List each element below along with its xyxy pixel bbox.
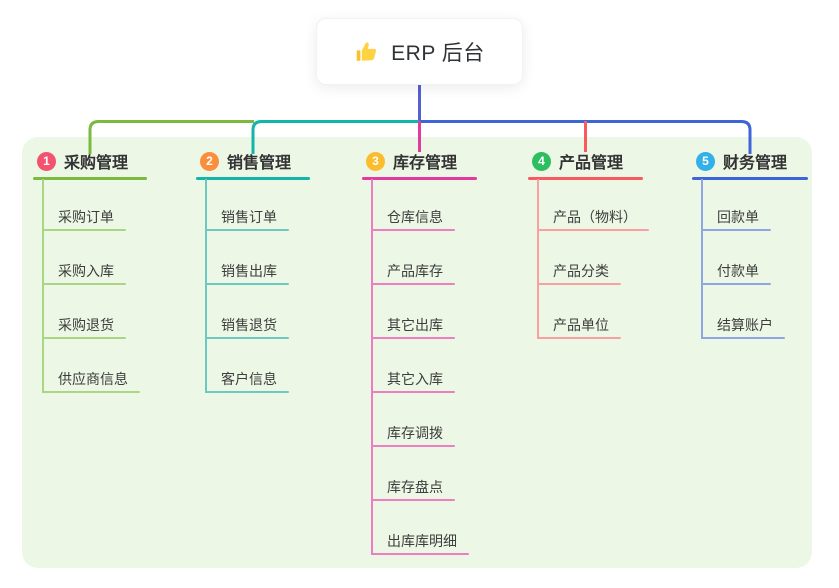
child-topic-underline bbox=[205, 337, 289, 339]
branch-title-label: 销售管理 bbox=[227, 155, 292, 172]
branch-badge-5: 5 bbox=[696, 151, 715, 171]
branch-title-3[interactable]: 3 库存管理 bbox=[362, 149, 457, 173]
mindmap-panel bbox=[22, 137, 812, 568]
child-topic[interactable]: 库存调拨 bbox=[387, 425, 443, 441]
child-topic-underline bbox=[371, 553, 469, 555]
thumbs-up-icon bbox=[354, 39, 380, 65]
branch-badge-4: 4 bbox=[532, 151, 551, 171]
child-topic-underline bbox=[701, 283, 771, 285]
children-connector-line bbox=[42, 179, 44, 393]
child-topic[interactable]: 仓库信息 bbox=[387, 209, 443, 225]
children-connector-line bbox=[205, 179, 207, 393]
child-topic-underline bbox=[371, 283, 455, 285]
child-topic[interactable]: 采购退货 bbox=[58, 317, 114, 333]
child-topic[interactable]: 其它出库 bbox=[387, 317, 443, 333]
branch-title-underline bbox=[692, 177, 808, 180]
branch-badge-3: 3 bbox=[366, 151, 385, 171]
child-topic[interactable]: 回款单 bbox=[717, 209, 759, 225]
branch-title-2[interactable]: 2 销售管理 bbox=[196, 149, 291, 173]
branch-title-underline bbox=[528, 177, 643, 180]
child-topic-underline bbox=[701, 337, 785, 339]
child-topic-underline bbox=[537, 283, 621, 285]
child-topic-underline bbox=[537, 229, 649, 231]
child-topic[interactable]: 结算账户 bbox=[717, 317, 773, 333]
child-topic-underline bbox=[537, 337, 621, 339]
child-topic[interactable]: 采购订单 bbox=[58, 209, 114, 225]
child-topic-underline bbox=[205, 283, 289, 285]
child-topic[interactable]: 产品（物料） bbox=[553, 209, 637, 225]
child-topic[interactable]: 采购入库 bbox=[58, 263, 114, 279]
child-topic[interactable]: 库存盘点 bbox=[387, 479, 443, 495]
child-topic[interactable]: 付款单 bbox=[717, 263, 759, 279]
child-topic-underline bbox=[205, 229, 289, 231]
branch-title-4[interactable]: 4 产品管理 bbox=[528, 149, 623, 173]
branch-title-underline bbox=[33, 177, 147, 180]
children-connector-line bbox=[371, 179, 373, 555]
child-topic[interactable]: 销售出库 bbox=[221, 263, 277, 279]
child-topic[interactable]: 供应商信息 bbox=[58, 371, 128, 387]
child-topic-underline bbox=[42, 229, 126, 231]
child-topic-underline bbox=[371, 229, 455, 231]
root-node-label: ERP 后台 bbox=[391, 41, 485, 65]
child-topic[interactable]: 产品单位 bbox=[553, 317, 609, 333]
child-topic-underline bbox=[371, 445, 455, 447]
children-connector-line bbox=[701, 179, 703, 339]
child-topic[interactable]: 出库库明细 bbox=[387, 533, 457, 549]
child-topic[interactable]: 产品分类 bbox=[553, 263, 609, 279]
child-topic-underline bbox=[371, 499, 455, 501]
branch-badge-1: 1 bbox=[37, 151, 56, 171]
branch-title-5[interactable]: 5 财务管理 bbox=[692, 149, 787, 173]
branch-title-underline bbox=[196, 177, 310, 180]
children-connector-line bbox=[537, 179, 539, 339]
child-topic-underline bbox=[42, 283, 126, 285]
child-topic-underline bbox=[42, 337, 126, 339]
child-topic[interactable]: 产品库存 bbox=[387, 263, 443, 279]
branch-title-label: 财务管理 bbox=[723, 155, 788, 172]
child-topic-underline bbox=[205, 391, 289, 393]
child-topic[interactable]: 销售退货 bbox=[221, 317, 277, 333]
branch-title-underline bbox=[362, 177, 477, 180]
branch-title-label: 采购管理 bbox=[64, 155, 129, 172]
branch-title-label: 库存管理 bbox=[393, 155, 458, 172]
child-topic-underline bbox=[371, 391, 455, 393]
child-topic-underline bbox=[371, 337, 455, 339]
child-topic[interactable]: 客户信息 bbox=[221, 371, 277, 387]
child-topic-underline bbox=[42, 391, 140, 393]
branch-badge-2: 2 bbox=[200, 151, 219, 171]
child-topic[interactable]: 销售订单 bbox=[221, 209, 277, 225]
branch-title-1[interactable]: 1 采购管理 bbox=[33, 149, 128, 173]
child-topic-underline bbox=[701, 229, 771, 231]
root-node[interactable]: ERP 后台 bbox=[316, 18, 523, 85]
child-topic[interactable]: 其它入库 bbox=[387, 371, 443, 387]
branch-title-label: 产品管理 bbox=[559, 155, 624, 172]
